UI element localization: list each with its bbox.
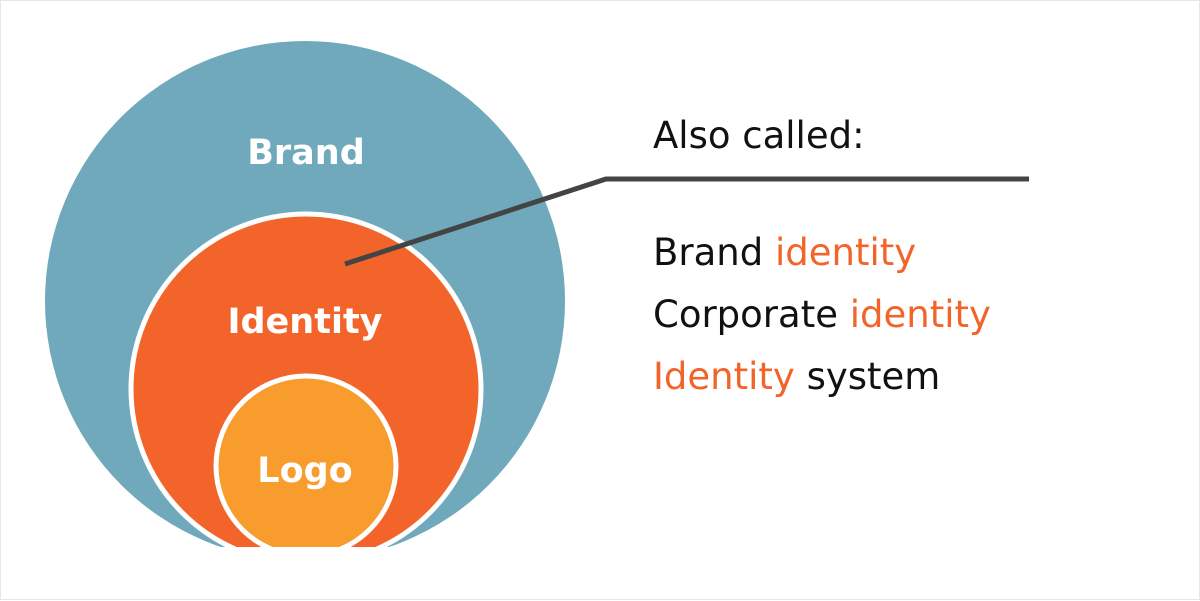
identity-label: Identity bbox=[227, 302, 382, 342]
logo-circle bbox=[213, 373, 399, 547]
alias-accent-word: Identity bbox=[653, 355, 795, 398]
alias-word: Brand bbox=[653, 231, 775, 274]
brand-label: Brand bbox=[247, 133, 365, 173]
callout-heading: Also called: bbox=[653, 114, 865, 157]
alias-word: Corporate bbox=[653, 293, 850, 336]
alias-accent-word: identity bbox=[849, 293, 991, 336]
alias-accent-word: identity bbox=[774, 231, 917, 274]
alias-item: Brand identity bbox=[653, 222, 991, 284]
callout-leader-line bbox=[344, 176, 1029, 267]
logo-label: Logo bbox=[257, 451, 352, 491]
alias-item: Identity system bbox=[653, 346, 991, 408]
alias-item: Corporate identity bbox=[653, 284, 991, 346]
alias-word: system bbox=[794, 355, 941, 398]
